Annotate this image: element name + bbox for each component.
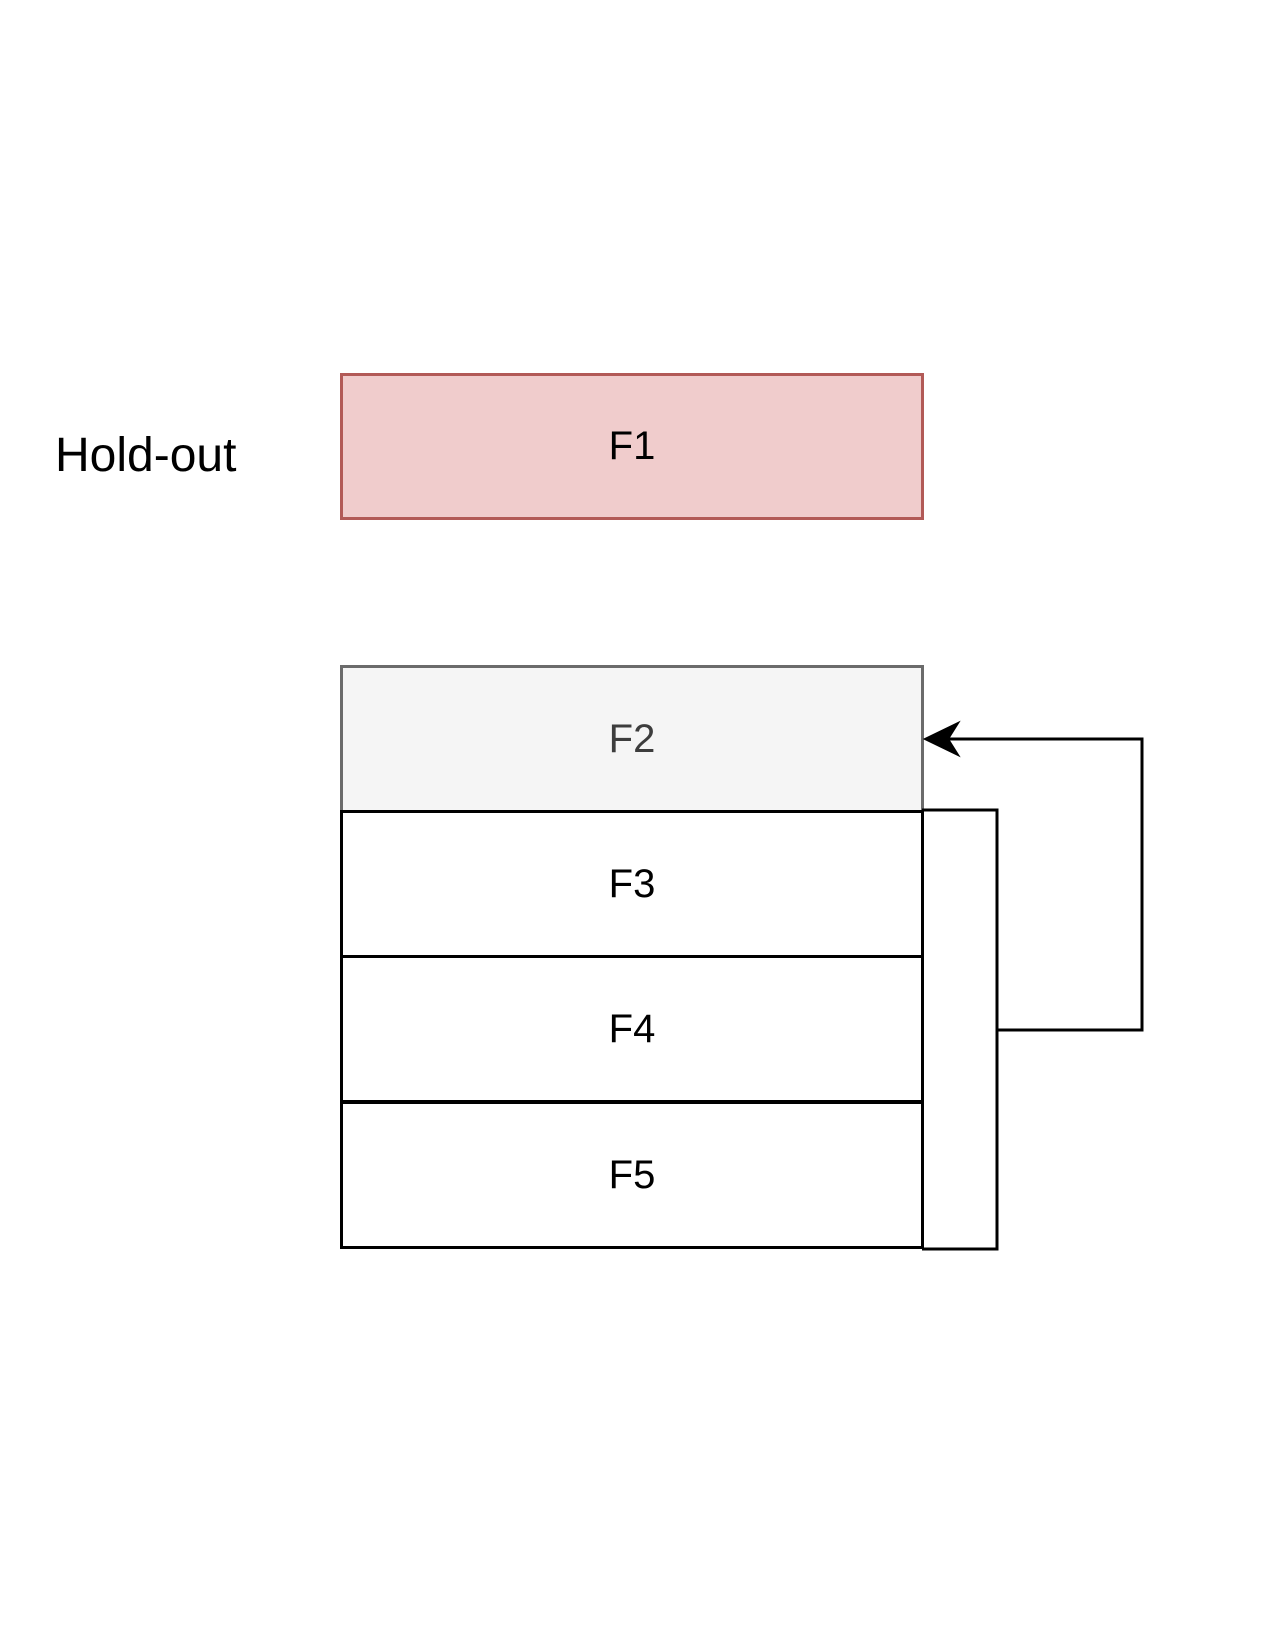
training-bracket <box>922 808 999 1251</box>
fold-f3-label: F3 <box>608 861 656 906</box>
fold-f5: F5 <box>340 1101 924 1249</box>
fold-f1-label: F1 <box>608 424 656 468</box>
fold-f1-holdout: F1 <box>340 373 924 520</box>
fold-f2-validation: F2 <box>340 665 924 813</box>
holdout-label: Hold-out <box>55 429 237 482</box>
arrowhead-icon <box>922 720 961 758</box>
fold-f5-label: F5 <box>608 1152 656 1197</box>
fold-f2-label: F2 <box>608 716 656 761</box>
fold-f4-label: F4 <box>608 1006 656 1051</box>
feedback-arrow-line <box>946 737 1144 1032</box>
